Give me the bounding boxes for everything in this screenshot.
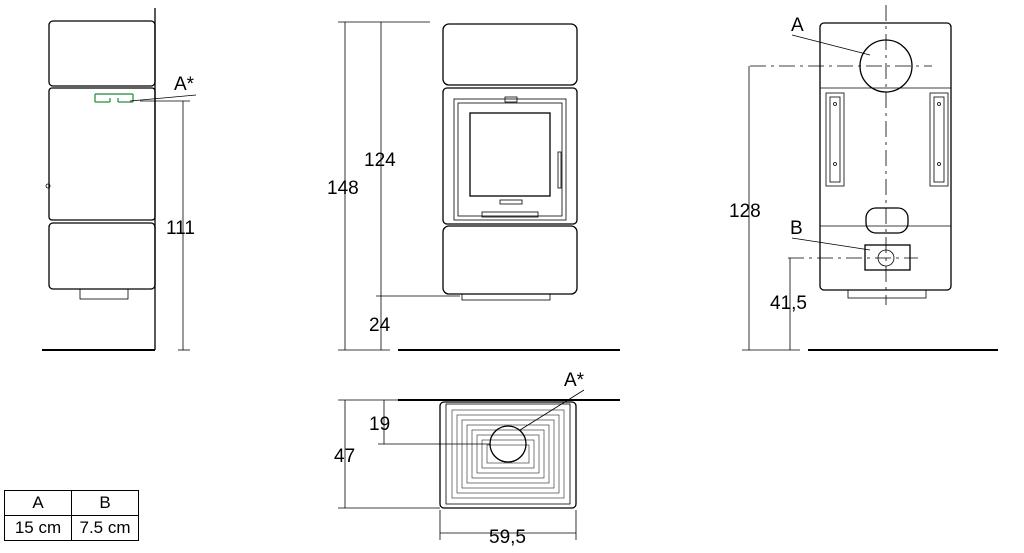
side-bottom-panel xyxy=(48,222,156,290)
front-middle-body xyxy=(442,87,578,225)
dim-59-5-label: 59,5 xyxy=(489,527,526,548)
legend-header-row: A B xyxy=(4,490,139,516)
back-intake-slot xyxy=(865,207,909,234)
legend-table: A B 15 cm 7.5 cm xyxy=(4,490,139,541)
side-outlet-a-star xyxy=(94,93,134,103)
top-outline xyxy=(439,401,577,509)
front-bottom-panel xyxy=(442,225,578,295)
side-base xyxy=(79,288,129,300)
front-door-handle xyxy=(557,151,562,189)
side-middle-body xyxy=(48,87,156,221)
front-door-top-vent xyxy=(504,96,518,103)
dim-111-label: 111 xyxy=(166,218,195,239)
top-view: A* 19 47 59,5 xyxy=(334,370,620,548)
legend-value-row: 15 cm 7.5 cm xyxy=(4,515,139,541)
front-view: 148 124 24 xyxy=(327,21,620,351)
legend-value-b: 7.5 cm xyxy=(71,515,139,541)
back-outlet-b-housing xyxy=(864,244,911,271)
dim-47-label: 47 xyxy=(334,446,355,467)
top-a-star-label: A* xyxy=(564,370,585,391)
front-door-frame xyxy=(453,98,567,221)
side-top-panel xyxy=(48,20,156,87)
legend-header-b: B xyxy=(71,490,139,516)
legend-value-a: 15 cm xyxy=(4,515,72,541)
front-base xyxy=(461,293,551,301)
front-ash-slot xyxy=(499,199,523,205)
back-label-a: A xyxy=(791,15,804,36)
legend-header-a: A xyxy=(4,490,72,516)
top-outlet-a-star xyxy=(489,425,527,463)
front-bottom-lip xyxy=(481,211,539,218)
dim-41-5-label: 41,5 xyxy=(770,293,807,314)
side-a-star-label: A* xyxy=(174,74,195,95)
front-top-panel xyxy=(442,23,578,86)
dim-128-label: 128 xyxy=(729,201,761,222)
side-a-star-leader xyxy=(129,94,197,102)
dim-19-label: 19 xyxy=(369,414,390,435)
dim-24-label: 24 xyxy=(369,315,391,336)
back-left-handle xyxy=(825,92,845,187)
back-right-handle xyxy=(929,92,949,187)
front-door-glass xyxy=(469,112,551,197)
back-base xyxy=(847,289,927,299)
back-label-b: B xyxy=(790,218,803,239)
dim-148-label: 148 xyxy=(327,178,359,199)
side-knob xyxy=(45,183,51,189)
side-view: A* 111 xyxy=(42,8,197,351)
top-heat-grill xyxy=(451,409,565,499)
back-view: A B 128 41,5 xyxy=(729,5,998,351)
dim-124-label: 124 xyxy=(364,150,396,171)
front-door-inner xyxy=(457,102,563,217)
